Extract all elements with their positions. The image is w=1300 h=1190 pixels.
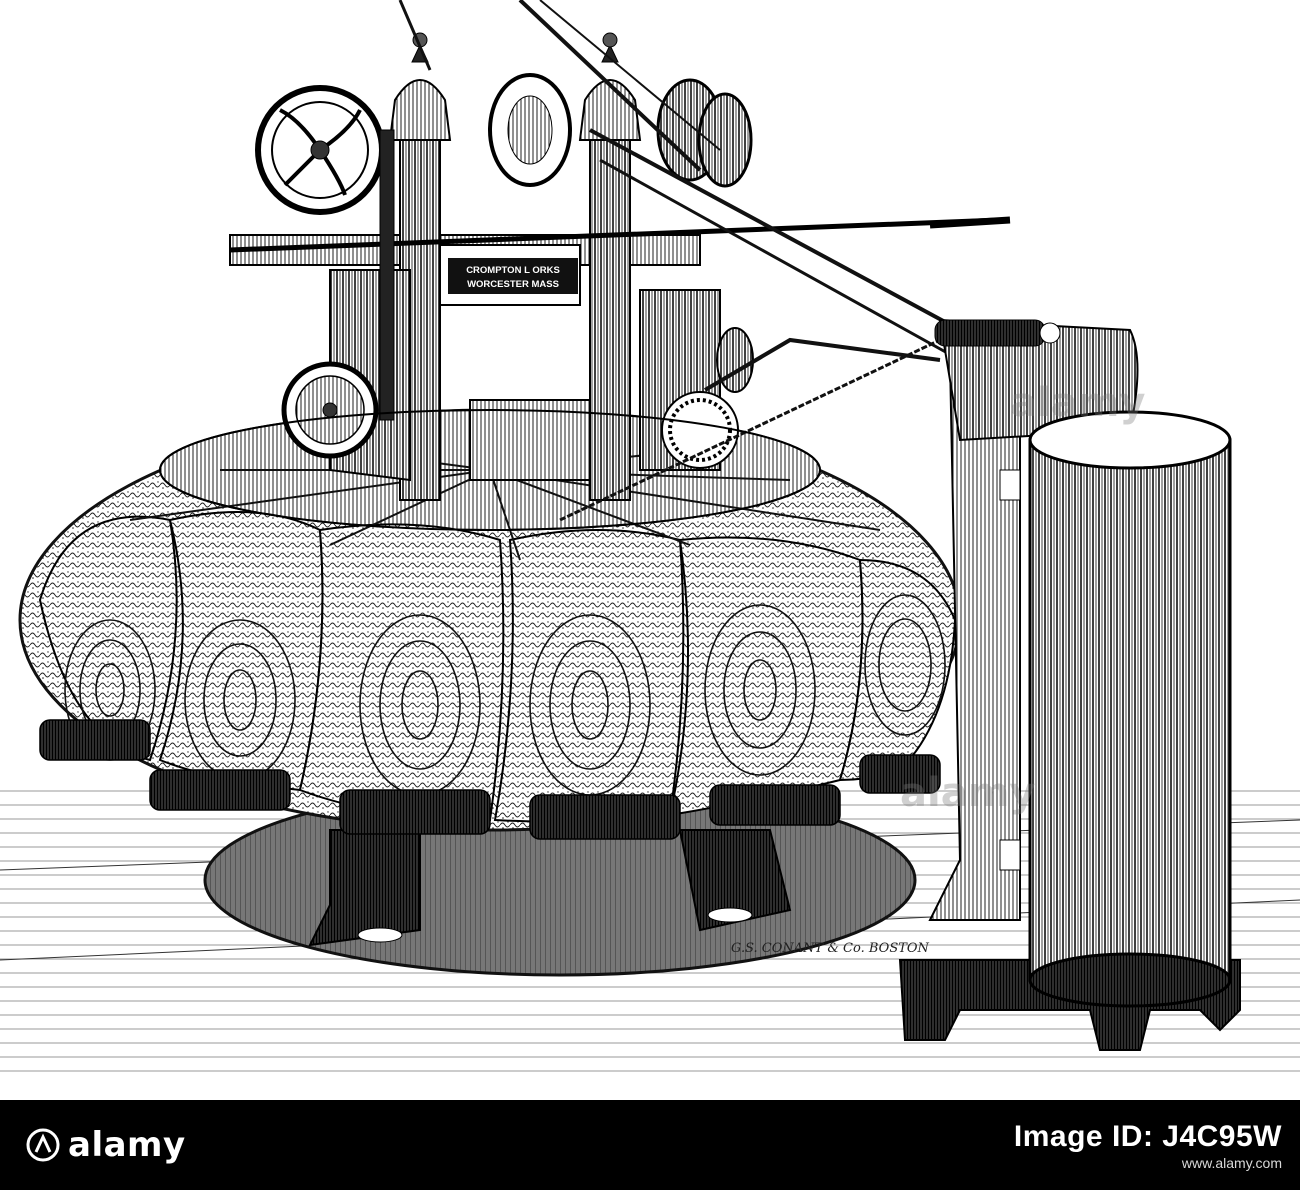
nameplate-line-2: WORCESTER MASS (467, 279, 559, 290)
alamy-logo-icon (26, 1128, 60, 1162)
engraving-illustration: CROMPTON L ORKS WORCESTER MASS (0, 0, 1300, 1080)
drive-pulleys (255, 0, 961, 522)
maker-nameplate: CROMPTON L ORKS WORCESTER MASS (448, 258, 578, 294)
website-link[interactable]: www.alamy.com (1181, 1155, 1282, 1171)
engraver-signature: G.S. CONANT & Co. BOSTON (731, 941, 930, 956)
stock-photo-footer: alamy Image ID: J4C95W www.alamy.com (0, 1100, 1300, 1190)
loom-engraving: CROMPTON L ORKS WORCESTER MASS (0, 0, 1300, 1080)
brand-logo[interactable]: alamy (26, 1128, 186, 1162)
image-id: Image ID: J4C95W (1013, 1119, 1282, 1153)
image-id-block: Image ID: J4C95W www.alamy.com (1014, 1118, 1282, 1173)
loom-feet (308, 829, 792, 947)
motor-column (898, 318, 1241, 1051)
central-frame (229, 32, 1011, 501)
brand-name: alamy (68, 1125, 186, 1165)
nameplate-line-1: CROMPTON L ORKS (466, 265, 560, 276)
